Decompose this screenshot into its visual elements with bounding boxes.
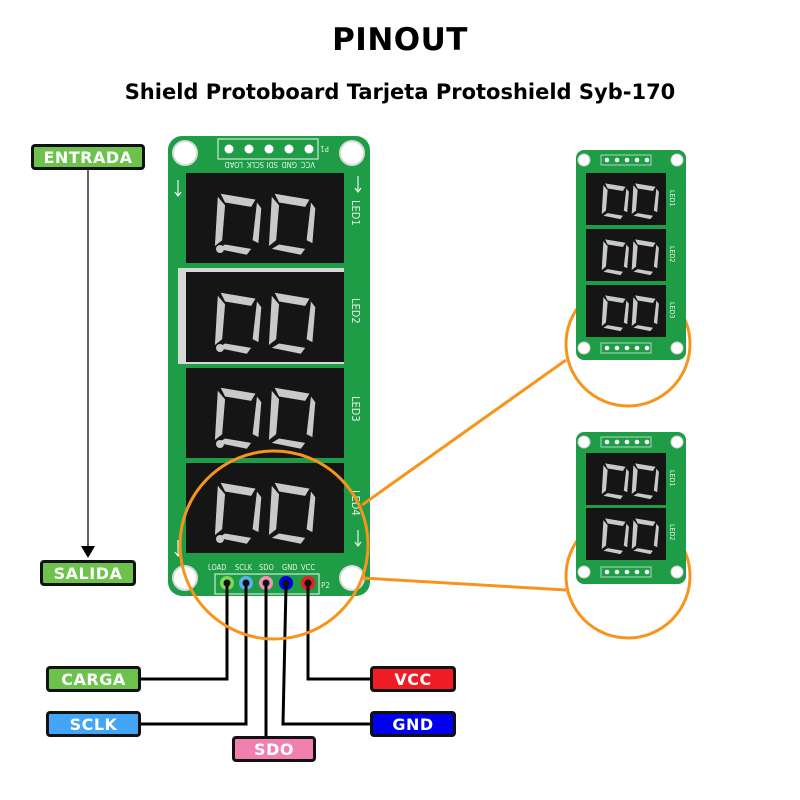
led-label: LED4 <box>349 490 362 516</box>
pin-wires <box>140 585 372 738</box>
main-board: P1 VCC GND SDI SCLK LOAD <box>168 136 370 596</box>
top-pin-label: SCLK <box>246 160 264 169</box>
sclk-tag: SCLK <box>46 711 141 737</box>
led-display <box>186 463 344 553</box>
led-label: LED2 <box>349 298 362 324</box>
gnd-tag: GND <box>370 711 456 737</box>
carga-tag: CARGA <box>46 666 141 692</box>
bottom-pin-label: SCLK <box>235 563 253 572</box>
led-label: LED1 <box>668 190 676 206</box>
small-board-three-digit: LED1 LED2 LED3 <box>576 150 686 360</box>
bottom-pin-label: VCC <box>301 563 315 572</box>
top-pin-label: GND <box>282 160 297 169</box>
bottom-pin-label: LOAD <box>208 563 226 572</box>
entrada-tag: ENTRADA <box>31 144 145 170</box>
highlight-callouts <box>178 280 692 641</box>
top-pin-label: LOAD <box>225 160 243 169</box>
top-connector-label: P1 <box>320 144 329 153</box>
small-board-two-digit: LED1 LED2 <box>576 432 686 584</box>
bottom-pin-label: GND <box>282 563 297 572</box>
led-label: LED2 <box>668 246 676 262</box>
top-pin-label: SDI <box>267 160 278 169</box>
led-label: LED2 <box>668 524 676 540</box>
bottom-connector-label: P2 <box>321 581 330 590</box>
led-label: LED3 <box>668 302 676 318</box>
led-label: LED3 <box>349 396 362 422</box>
salida-tag: SALIDA <box>40 560 136 586</box>
led-display <box>186 173 344 263</box>
led-display <box>186 368 344 458</box>
top-pin-label: VCC <box>301 160 315 169</box>
mounting-hole <box>172 140 198 166</box>
top-header <box>217 138 319 160</box>
led-label: LED1 <box>668 470 676 486</box>
sdo-tag: SDO <box>232 736 316 762</box>
mounting-hole <box>339 140 365 166</box>
led-label: LED1 <box>349 200 362 226</box>
led-display <box>178 268 344 364</box>
page-title: PINOUT <box>332 22 468 58</box>
arrow-down-icon <box>81 546 95 558</box>
bottom-pin-label: SDO <box>259 563 274 572</box>
page-subtitle: Shield Protoboard Tarjeta Protoshield Sy… <box>124 80 676 104</box>
vcc-tag: VCC <box>370 666 456 692</box>
mounting-hole <box>339 565 365 591</box>
